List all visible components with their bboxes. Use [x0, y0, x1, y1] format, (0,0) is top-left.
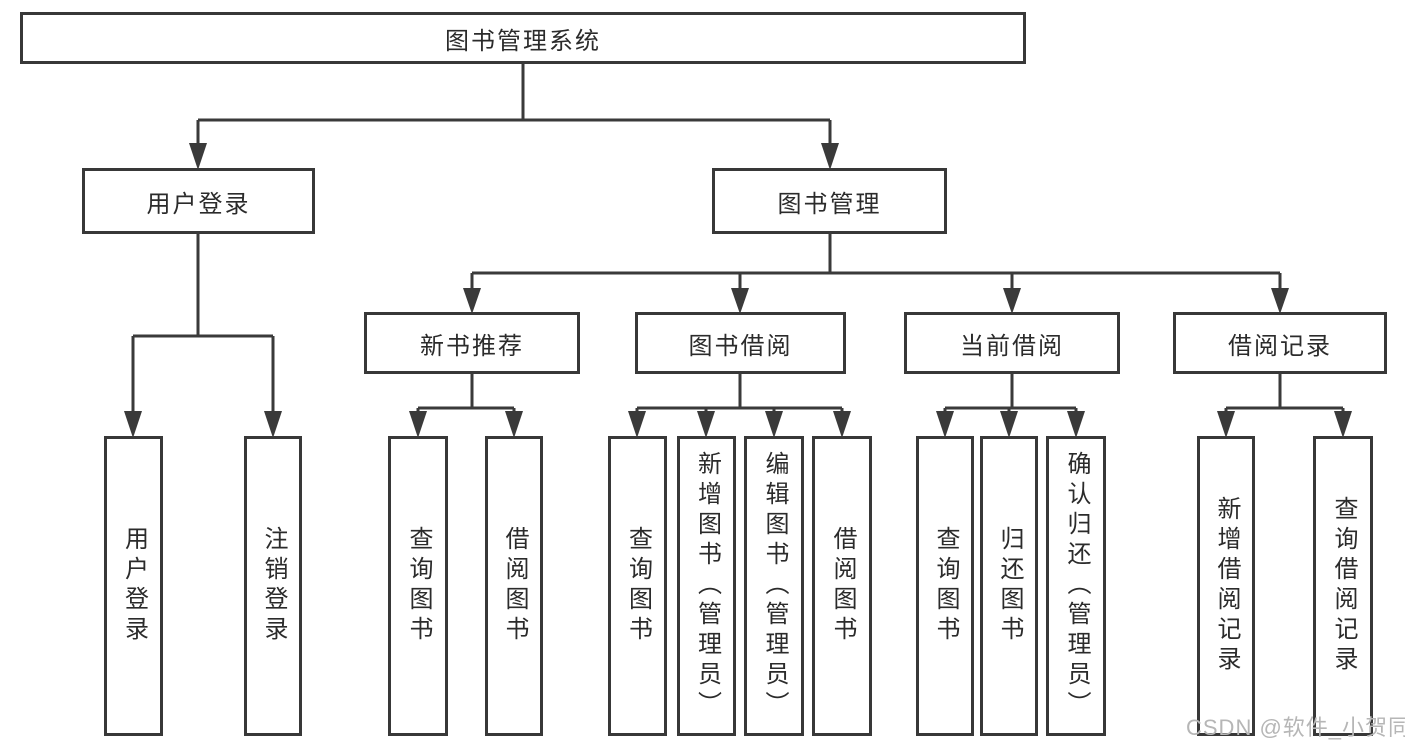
leaf-cb-confirm-return-admin: 确认归还（管理员）: [1046, 436, 1106, 736]
node-book-borrow-label: 图书借阅: [688, 332, 793, 360]
leaf-br-add-record: 新增借阅记录: [1197, 436, 1255, 736]
leaf-cb-query-books: 查询图书: [916, 436, 974, 736]
node-current-borrow-label: 当前借阅: [960, 332, 1064, 360]
leaf-logout-label: 注销登录: [260, 526, 287, 646]
leaf-bb-query-books-label: 查询图书: [624, 526, 652, 646]
leaf-br-query-record-label: 查询借阅记录: [1330, 496, 1357, 676]
leaf-bb-borrow-books: 借阅图书: [812, 436, 872, 736]
leaf-cb-return-books-label: 归还图书: [996, 526, 1023, 646]
node-borrow-records-label: 借阅记录: [1228, 332, 1332, 360]
leaf-cb-return-books: 归还图书: [980, 436, 1038, 736]
leaf-br-add-record-label: 新增借阅记录: [1213, 496, 1240, 676]
leaf-nbr-query-books: 查询图书: [388, 436, 448, 736]
leaf-cb-confirm-return-admin-label: 确认归还（管理员）: [1063, 451, 1090, 721]
node-user-login: 用户登录: [82, 168, 315, 234]
leaf-br-query-record: 查询借阅记录: [1313, 436, 1373, 736]
leaf-bb-edit-books-admin-label: 编辑图书（管理员）: [761, 451, 788, 721]
node-library-system-label: 图书管理系统: [445, 27, 601, 55]
leaf-nbr-borrow-books: 借阅图书: [485, 436, 543, 736]
node-book-management: 图书管理: [712, 168, 947, 234]
leaf-bb-add-books-admin: 新增图书（管理员）: [677, 436, 736, 736]
leaf-cb-query-books-label: 查询图书: [932, 526, 959, 646]
node-new-book-recommend-label: 新书推荐: [420, 332, 524, 360]
node-borrow-records: 借阅记录: [1173, 312, 1387, 374]
leaf-user-login-label: 用户登录: [120, 526, 148, 646]
leaf-user-login: 用户登录: [104, 436, 163, 736]
leaf-nbr-borrow-books-label: 借阅图书: [501, 526, 528, 646]
node-book-borrow: 图书借阅: [635, 312, 846, 374]
leaf-bb-edit-books-admin: 编辑图书（管理员）: [744, 436, 804, 736]
leaf-nbr-query-books-label: 查询图书: [405, 526, 432, 646]
csdn-watermark: CSDN @软件_小贺同学: [1186, 715, 1405, 740]
node-book-management-label: 图书管理: [777, 190, 882, 218]
leaf-logout: 注销登录: [244, 436, 302, 736]
node-library-system: 图书管理系统: [20, 12, 1026, 64]
leaf-bb-add-books-admin-label: 新增图书（管理员）: [693, 451, 721, 721]
node-new-book-recommend: 新书推荐: [364, 312, 580, 374]
node-user-login-label: 用户登录: [146, 190, 251, 218]
leaf-bb-query-books: 查询图书: [608, 436, 667, 736]
leaf-bb-borrow-books-label: 借阅图书: [829, 526, 856, 646]
node-current-borrow: 当前借阅: [904, 312, 1120, 374]
